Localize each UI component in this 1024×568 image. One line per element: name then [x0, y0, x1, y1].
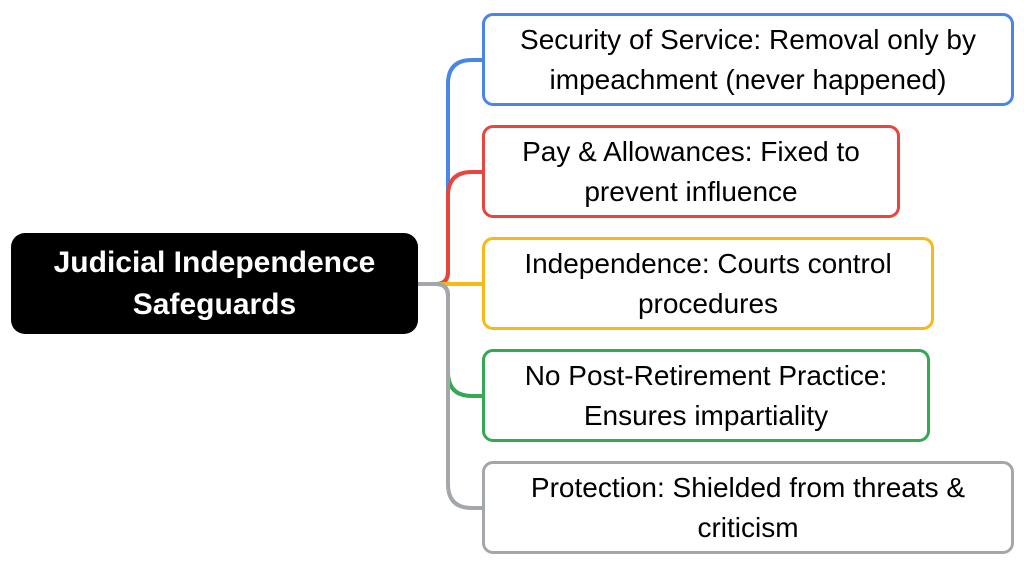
branch-security-of-service: Security of Service: Removal only by imp…: [482, 13, 1014, 106]
branch-label: Independence: Courts control procedures: [524, 247, 892, 319]
root-node: Judicial Independence Safeguards: [11, 233, 418, 334]
root-label: Judicial Independence Safeguards: [53, 245, 376, 321]
branch-pay-allowances: Pay & Allowances: Fixed to prevent influ…: [482, 125, 900, 218]
branch-label: Protection: Shielded from threats & crit…: [530, 471, 966, 543]
branch-independence: Independence: Courts control procedures: [482, 237, 934, 330]
branch-label: Security of Service: Removal only by imp…: [520, 23, 976, 95]
branch-label: No Post-Retirement Practice: Ensures imp…: [524, 359, 888, 431]
connector-protection: [418, 282, 482, 510]
branch-label: Pay & Allowances: Fixed to prevent influ…: [522, 135, 860, 207]
connector-pay: [418, 170, 482, 286]
branch-no-post-retirement-practice: No Post-Retirement Practice: Ensures imp…: [482, 349, 930, 442]
branch-protection: Protection: Shielded from threats & crit…: [482, 461, 1014, 554]
